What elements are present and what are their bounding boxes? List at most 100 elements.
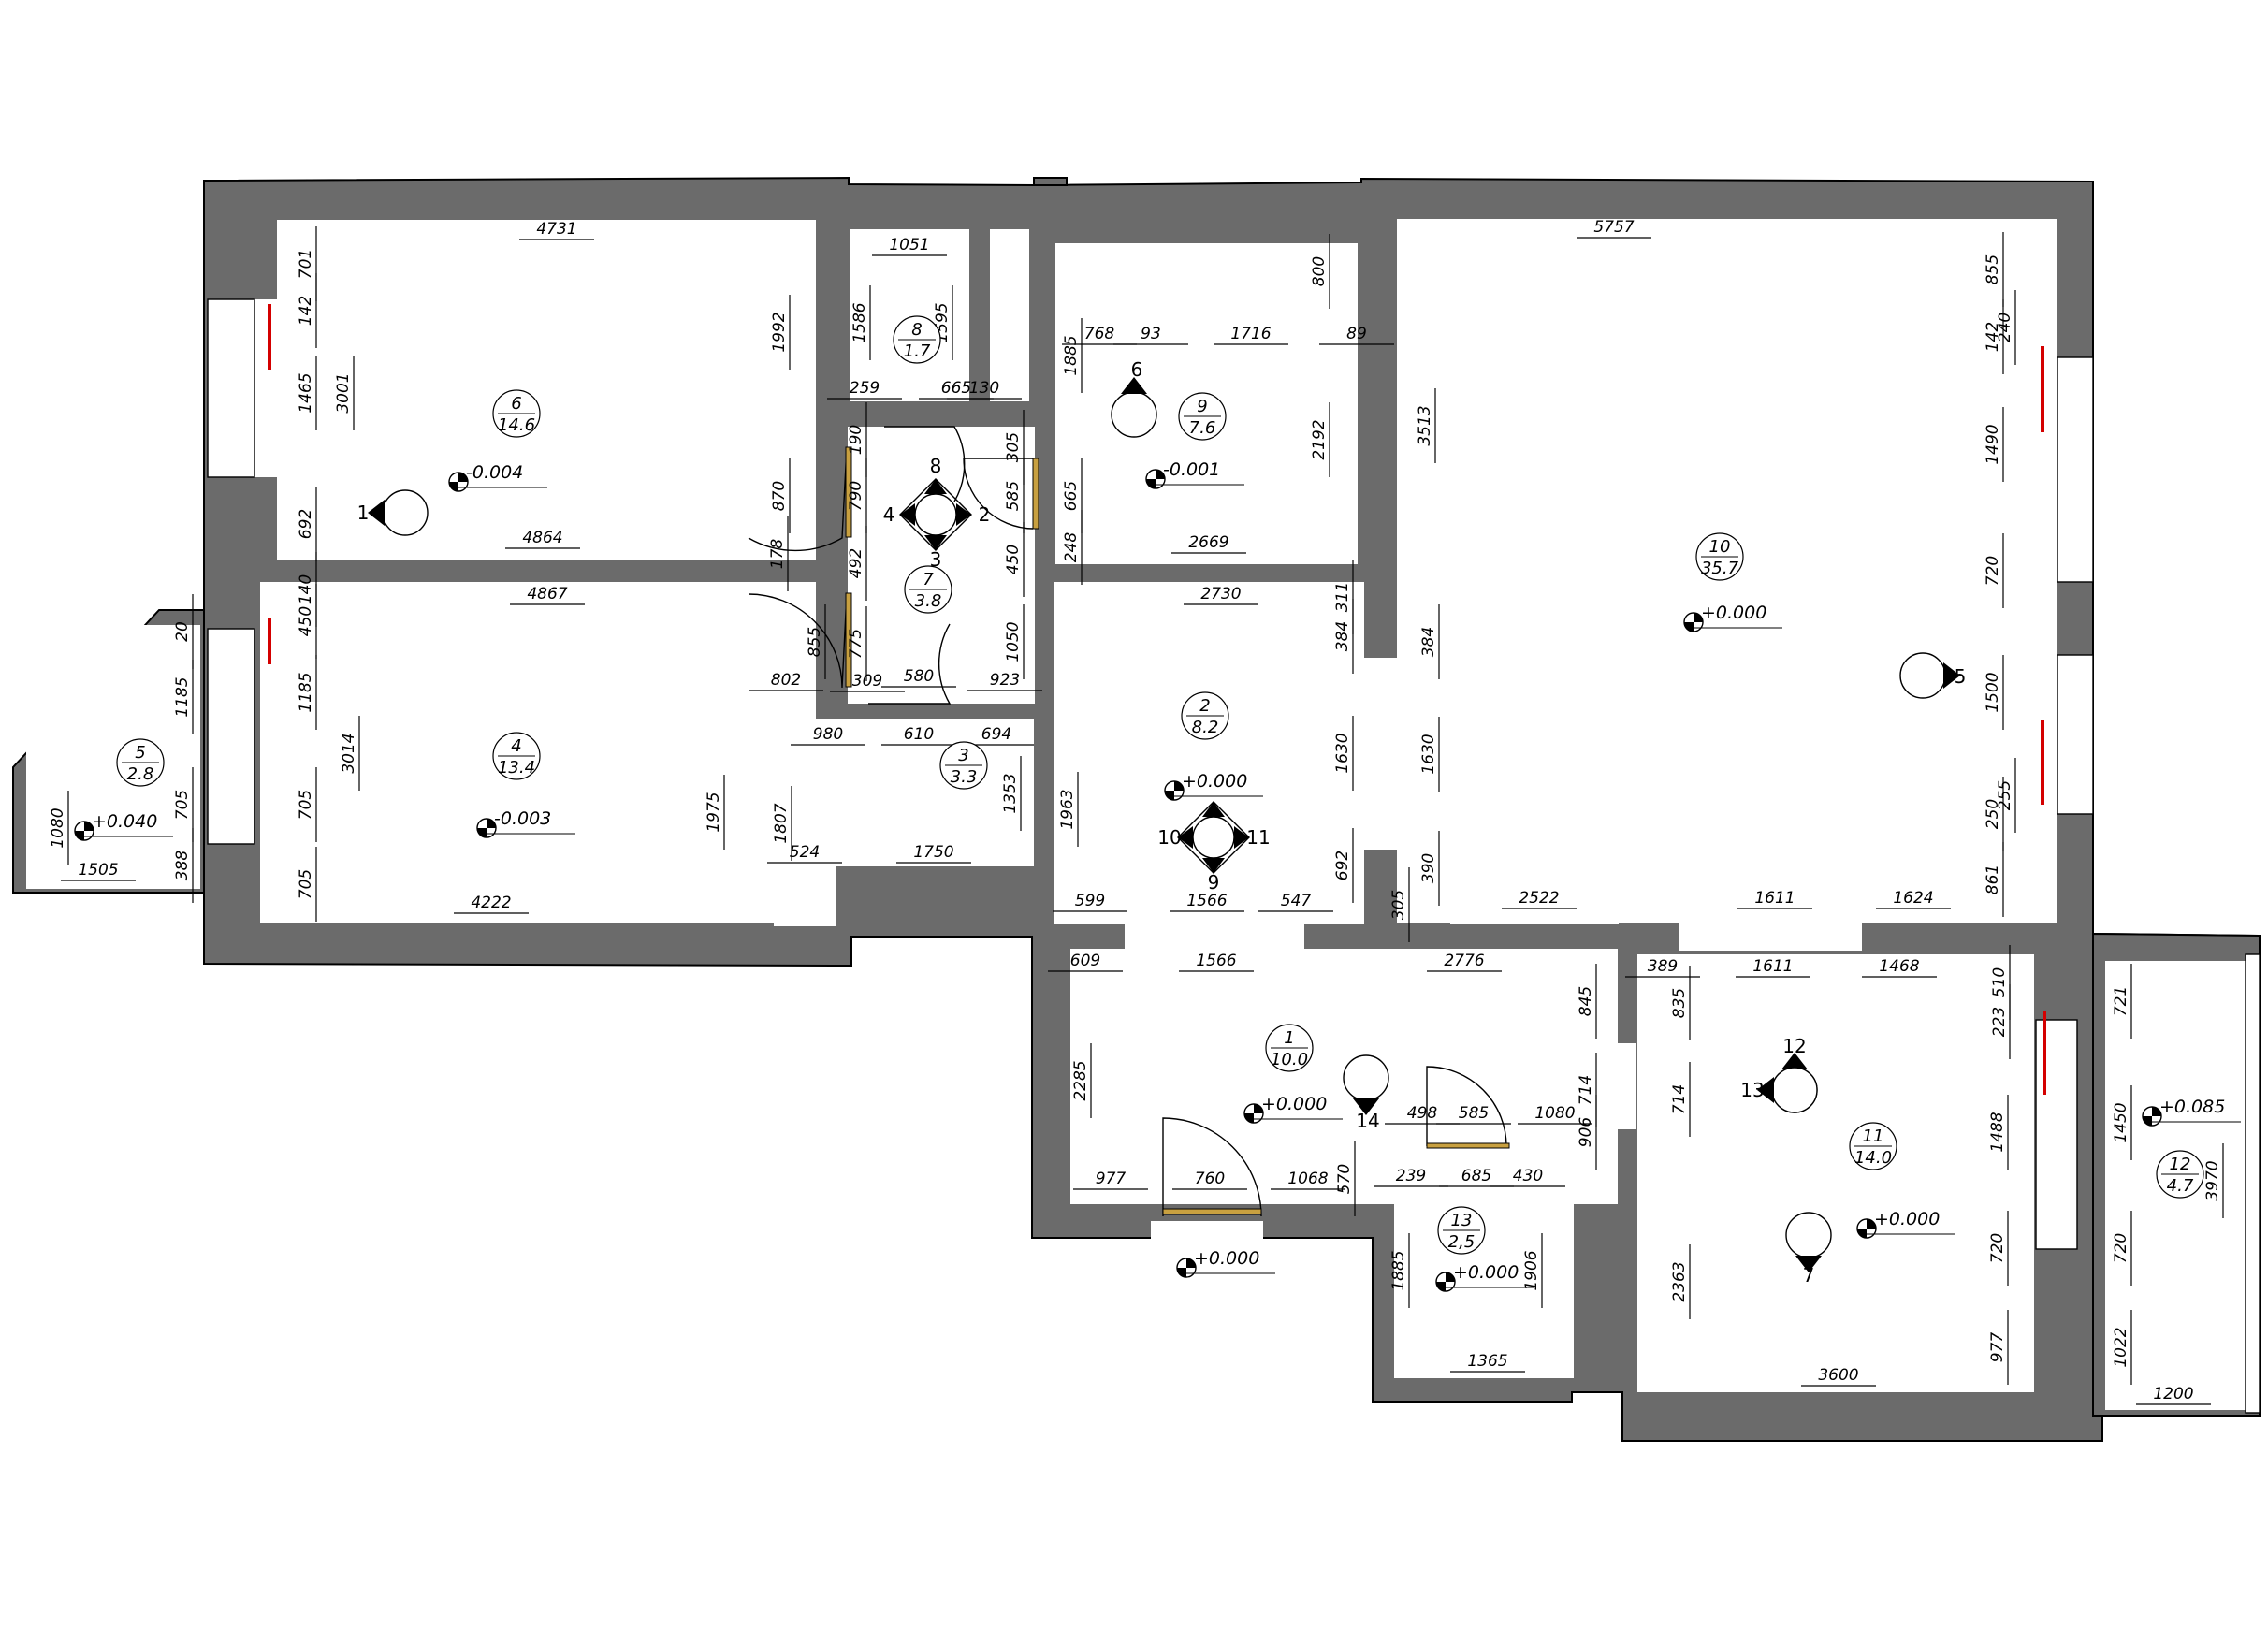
door-room6 bbox=[748, 446, 848, 552]
dimension-label: 1716 bbox=[1230, 325, 1271, 343]
dimension-label: 1566 bbox=[1196, 952, 1236, 970]
view-marker-arrow bbox=[1943, 662, 1960, 689]
dimension-label: 1068 bbox=[1287, 1170, 1328, 1188]
dimension-label: 692 bbox=[297, 509, 315, 539]
view-marker-label: 5 bbox=[1955, 665, 1967, 688]
level-mark-fill bbox=[1146, 479, 1156, 488]
dimension-label: 845 bbox=[1577, 986, 1595, 1016]
view-marker-arrow bbox=[956, 503, 971, 526]
dimension-label: 93 bbox=[1141, 325, 1161, 343]
room-area: 4.7 bbox=[2167, 1176, 2194, 1196]
room-area: 7.6 bbox=[1189, 418, 1216, 438]
dimension-label: 1630 bbox=[1419, 734, 1438, 774]
level-mark-fill bbox=[477, 828, 487, 837]
room-area: 13.4 bbox=[498, 758, 535, 778]
dimension-label: 450 bbox=[297, 606, 315, 636]
level-mark-fill bbox=[487, 819, 496, 828]
view-marker-label: 10 bbox=[1157, 826, 1181, 849]
dimension-label: 800 bbox=[1310, 256, 1329, 286]
dimension-label: 3001 bbox=[334, 372, 353, 413]
window-room10-top bbox=[2057, 356, 2094, 583]
dimension-label: 1624 bbox=[1893, 889, 1933, 908]
level-mark-fill bbox=[1186, 1258, 1196, 1268]
dimension-label: 4867 bbox=[527, 585, 567, 603]
window-room12 bbox=[2245, 953, 2261, 1414]
dimension-label: 585 bbox=[1459, 1104, 1489, 1123]
view-marker-arrow bbox=[1757, 1077, 1774, 1103]
view-marker: 1 bbox=[357, 489, 429, 536]
level-mark: -0.001 bbox=[1145, 459, 1244, 489]
level-mark-fill bbox=[1156, 470, 1165, 479]
room-number: 8 bbox=[911, 320, 922, 340]
dimension-label: 714 bbox=[1577, 1075, 1595, 1105]
dimension-label: 1586 bbox=[850, 302, 869, 342]
dimension-label: 692 bbox=[1333, 851, 1352, 880]
door-room4 bbox=[748, 592, 848, 689]
room-tag: 124.7 bbox=[2156, 1150, 2204, 1199]
dimension-label: 389 bbox=[1648, 957, 1678, 976]
dimension-label: 835 bbox=[1670, 988, 1689, 1018]
room-tags: 614.6413.452.881.773.833.397.628.21035.7… bbox=[116, 315, 2204, 1255]
view-marker-label: 13 bbox=[1740, 1079, 1764, 1101]
dimension-label: 1200 bbox=[2153, 1385, 2193, 1403]
room-number: 11 bbox=[1863, 1127, 1884, 1146]
level-value: +0.085 bbox=[2159, 1097, 2225, 1117]
dimension-label: 384 bbox=[1419, 627, 1438, 657]
view-marker-arrow bbox=[1121, 377, 1147, 394]
level-mark-fill bbox=[1436, 1282, 1446, 1291]
view-marker-arrow bbox=[368, 500, 385, 526]
room-number: 3 bbox=[958, 746, 968, 765]
room-tag: 413.4 bbox=[492, 732, 541, 780]
dimension-label: 1185 bbox=[173, 676, 192, 717]
room-number: 4 bbox=[511, 736, 521, 756]
dimension-label: 980 bbox=[813, 725, 843, 744]
door-room13 bbox=[1426, 1066, 1507, 1147]
room-11-window bbox=[1679, 923, 1862, 951]
level-mark: +0.000 bbox=[1683, 603, 1782, 632]
entrance-step bbox=[1151, 1221, 1263, 1277]
room-number: 9 bbox=[1197, 397, 1207, 416]
dimension-label: 1050 bbox=[1004, 621, 1023, 662]
dimension-label: 524 bbox=[790, 843, 820, 862]
room-area: 35.7 bbox=[1701, 559, 1739, 578]
room-tag: 11 14.0 bbox=[1849, 1122, 1897, 1170]
dimension-label: 1975 bbox=[705, 792, 723, 832]
view-marker-label: 1 bbox=[357, 502, 370, 524]
view-marker-arrow bbox=[1202, 802, 1225, 817]
dimension-label: 1500 bbox=[1984, 672, 2002, 712]
dimension-label: 130 bbox=[969, 379, 999, 398]
room-tag: 28.2 bbox=[1181, 691, 1229, 740]
windows bbox=[207, 298, 2261, 1414]
view-marker-label: 3 bbox=[930, 548, 942, 571]
dimension-label: 140 bbox=[297, 574, 315, 604]
room-number: 13 bbox=[1451, 1211, 1473, 1230]
room-5-bevel bbox=[26, 625, 200, 889]
dimension-label: 248 bbox=[1062, 532, 1081, 563]
view-marker-label: 4 bbox=[883, 503, 895, 526]
level-value: -0.003 bbox=[494, 808, 551, 829]
view-marker-circle bbox=[1785, 1212, 1832, 1258]
dimension-label: 259 bbox=[850, 379, 880, 398]
view-marker-label: 8 bbox=[930, 455, 942, 477]
dimension-label: 906 bbox=[1577, 1117, 1595, 1148]
room-area: 14.6 bbox=[498, 415, 535, 435]
dimension-label: 1468 bbox=[1879, 957, 1919, 976]
dimension-label: 1365 bbox=[1467, 1352, 1507, 1371]
level-mark-fill bbox=[84, 822, 94, 831]
dimension-label: 705 bbox=[173, 790, 192, 820]
dimension-label: 492 bbox=[847, 548, 865, 578]
level-mark-fill bbox=[1177, 1268, 1186, 1277]
dimension-label: 570 bbox=[1335, 1164, 1354, 1194]
window-room11 bbox=[2035, 1019, 2078, 1250]
room-area: 14.0 bbox=[1854, 1148, 1892, 1168]
dimension-label: 1450 bbox=[2112, 1102, 2130, 1142]
dimension-label: 2669 bbox=[1188, 533, 1228, 552]
view-marker-circle bbox=[382, 489, 429, 536]
dimension-label: 2285 bbox=[1071, 1060, 1090, 1100]
room-8 bbox=[850, 229, 969, 401]
dimension-label: 89 bbox=[1346, 325, 1367, 343]
dimension-label: 720 bbox=[2112, 1233, 2130, 1263]
room-area: 2,5 bbox=[1448, 1232, 1476, 1252]
dimension-label: 1807 bbox=[772, 803, 791, 843]
